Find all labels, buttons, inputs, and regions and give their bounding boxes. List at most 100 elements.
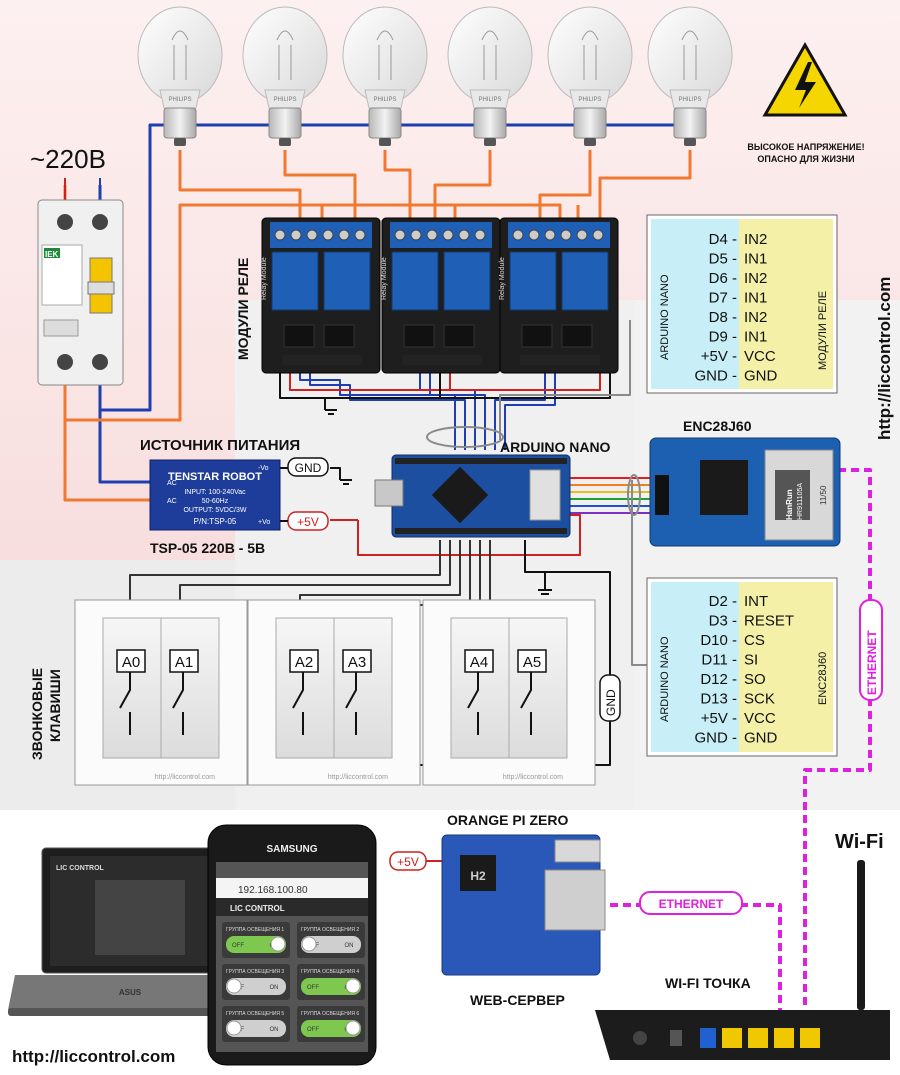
gnd-vertical: GND <box>604 689 618 716</box>
ethernet-box-2 <box>639 891 743 915</box>
warning-line-2: ОПАСНО ДЛЯ ЖИЗНИ <box>757 154 854 164</box>
phone-group-name: ГРУППА ОСВЕЩЕНИЯ 4 <box>301 969 359 975</box>
table-row: D5 -IN1 <box>709 251 768 268</box>
lamp: PHILIPS <box>137 6 223 146</box>
table-row: D9 - IN1 <box>709 329 768 346</box>
orange-pi-label: ORANGE PI ZERO <box>447 812 568 828</box>
switch-watermark: http://liccontrol.com <box>155 774 215 781</box>
pin-module: IN2 <box>744 309 767 326</box>
wire-phase-bus <box>65 203 562 422</box>
psu-input: INPUT: 100-240Vac <box>184 489 246 496</box>
wire-lamp5 <box>538 150 592 232</box>
psu-pn: P/N:TSP-05 <box>194 517 237 526</box>
mains-voltage-label: ~220В <box>30 144 106 174</box>
pin-module: IN1 <box>744 329 767 346</box>
phone-on-label: ON <box>345 943 354 949</box>
lamp-brand: PHILIPS <box>578 97 601 103</box>
pin-arduino: D9 - <box>709 329 737 346</box>
pin-arduino: D4 - <box>709 231 737 248</box>
table-row: D11 -SI <box>701 652 758 669</box>
relay-module-print: Relay Module <box>381 257 388 300</box>
pin-module: IN1 <box>744 251 767 268</box>
wifi-label: Wi-Fi <box>835 831 884 853</box>
relay-module: Relay Module <box>381 217 501 374</box>
toggle-knob <box>226 1020 242 1036</box>
table-row: D3 -RESET <box>709 613 794 630</box>
lamp-brand: PHILIPS <box>678 97 701 103</box>
phone-off-label: OFF <box>307 985 319 991</box>
plus5v-tag: +5V <box>297 515 319 529</box>
phone-group-list: ГРУППА ОСВЕЩЕНИЯ 1OFFONГРУППА ОСВЕЩЕНИЯ … <box>222 922 365 1042</box>
lamp-brand: PHILIPS <box>373 97 396 103</box>
pin-module: VCC <box>744 348 776 365</box>
wifi-router <box>595 860 890 1060</box>
ethernet-vertical-box <box>859 599 883 701</box>
switch-key-label: A4 <box>470 654 488 671</box>
toggle-knob <box>345 978 361 994</box>
pin-module: RESET <box>744 613 794 630</box>
relay-module-print: Relay Module <box>261 257 268 300</box>
table-row: D7 -IN1 <box>709 290 768 307</box>
arduino-nano-label: ARDUINO NANO <box>500 439 611 455</box>
lamp: PHILIPS <box>447 6 533 146</box>
phone-group-name: ГРУППА ОСВЕЩЕНИЯ 6 <box>301 1011 359 1017</box>
table-row: GND -GND <box>695 730 778 747</box>
phone-group-name: ГРУППА ОСВЕЩЕНИЯ 3 <box>226 969 284 975</box>
psu-pin-ac2: AC <box>167 498 177 505</box>
enc-table-right-header: ENC28J60 <box>817 652 829 705</box>
phone-group-item[interactable]: ГРУППА ОСВЕЩЕНИЯ 4OFFON <box>297 964 365 1000</box>
table-row: D13 -SCK <box>700 691 775 708</box>
power-supply-module <box>149 459 281 531</box>
enc-pin-table <box>646 577 838 757</box>
phone-group-item[interactable]: ГРУППА ОСВЕЩЕНИЯ 3OFFON <box>222 964 290 1000</box>
phone-group-item[interactable]: ГРУППА ОСВЕЩЕНИЯ 5OFFON <box>222 1006 290 1042</box>
wire-lamp6 <box>598 150 692 232</box>
wire-neutral-psu <box>98 410 160 484</box>
pin-arduino: D12 - <box>700 671 737 688</box>
lamp: PHILIPS <box>242 6 328 146</box>
lamp: PHILIPS <box>647 6 733 146</box>
pin-arduino: +5V - <box>701 710 737 727</box>
ethernet-label-1: ETHERNET <box>865 630 879 695</box>
psu-pin-vo-minus: -Vo <box>258 465 269 472</box>
lamp: PHILIPS <box>342 6 428 146</box>
ethernet-label-2: ETHERNET <box>659 897 724 911</box>
web-server-label: WEB-СЕРВЕР <box>470 992 565 1008</box>
phone-group-name: ГРУППА ОСВЕЩЕНИЯ 5 <box>226 1011 284 1017</box>
laptop-brand: ASUS <box>119 988 142 997</box>
pin-module: IN2 <box>744 231 767 248</box>
toggle-knob <box>226 978 242 994</box>
phone-group-name: ГРУППА ОСВЕЩЕНИЯ 2 <box>301 927 359 933</box>
switches-title-1: ЗВОНКОВЫЕ <box>29 668 45 760</box>
pin-module: IN2 <box>744 270 767 287</box>
phone-brand: SAMSUNG <box>266 844 317 855</box>
enc-jack-text-1: HanRun <box>785 489 794 520</box>
switch-key-label: A1 <box>175 654 193 671</box>
switch-key-label: A2 <box>295 654 313 671</box>
arduino-nano-board <box>374 454 571 538</box>
pin-module: GND <box>744 368 778 385</box>
pin-module: CS <box>744 632 765 649</box>
phone-group-item[interactable]: ГРУППА ОСВЕЩЕНИЯ 6OFFON <box>297 1006 365 1042</box>
psu-freq: 50-60Hz <box>202 498 229 505</box>
switches-title-2: КЛАВИШИ <box>47 669 63 742</box>
pin-arduino: D2 - <box>709 593 737 610</box>
phone-group-item[interactable]: ГРУППА ОСВЕЩЕНИЯ 1OFFON <box>222 922 290 958</box>
relay-pin-table <box>646 214 838 394</box>
orange-pi-board <box>441 834 606 976</box>
table-row: D8 -IN2 <box>709 309 768 326</box>
pin-arduino: D10 - <box>700 632 737 649</box>
pin-module: GND <box>744 730 778 747</box>
table-row: D4 - IN2 <box>709 231 768 248</box>
enc-table-left-header: ARDUINO NANO <box>659 636 671 722</box>
table-row: D10 - CS <box>700 632 765 649</box>
gnd-vertical-box <box>599 674 621 722</box>
power-supply-title: ИСТОЧНИК ПИТАНИЯ <box>140 437 300 454</box>
phone-group-item[interactable]: ГРУППА ОСВЕЩЕНИЯ 2OFFON <box>297 922 365 958</box>
wire-lamp3 <box>383 150 412 232</box>
